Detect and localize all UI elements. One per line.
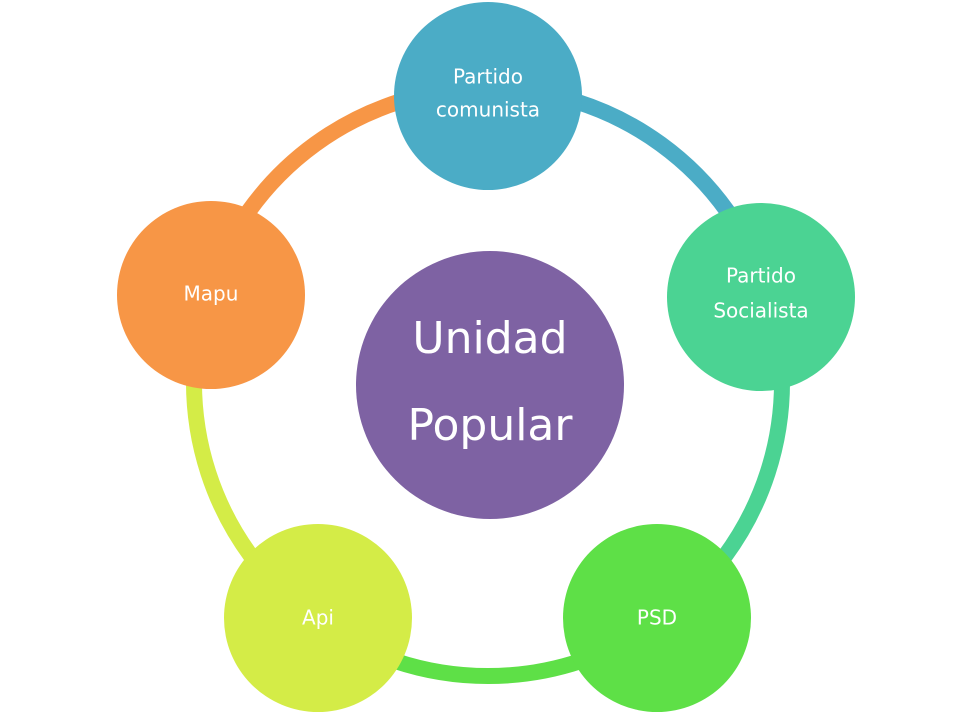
node-api: Api	[224, 524, 412, 712]
node-psd: PSD	[563, 524, 751, 712]
center-circle	[356, 251, 624, 519]
node-circle	[667, 203, 855, 391]
node-circle	[224, 524, 412, 712]
node-partido-socialista: Partido Socialista	[667, 203, 855, 391]
node-circle	[563, 524, 751, 712]
center-node: Unidad Popular	[356, 251, 624, 519]
node-label: PSD	[637, 606, 677, 630]
node-label-line-1: Partido	[453, 65, 523, 89]
node-label-line-1: Partido	[726, 264, 796, 288]
node-label-line-2: comunista	[436, 98, 540, 122]
center-label-line-2: Popular	[408, 400, 574, 451]
node-circle	[117, 201, 305, 389]
node-mapu: Mapu	[117, 201, 305, 389]
node-label-line-2: Socialista	[713, 299, 808, 323]
node-partido-comunista: Partido comunista	[394, 2, 582, 190]
node-label: Mapu	[184, 282, 239, 306]
node-circle	[394, 2, 582, 190]
node-label: Api	[302, 606, 334, 630]
center-label-line-1: Unidad	[412, 313, 567, 364]
